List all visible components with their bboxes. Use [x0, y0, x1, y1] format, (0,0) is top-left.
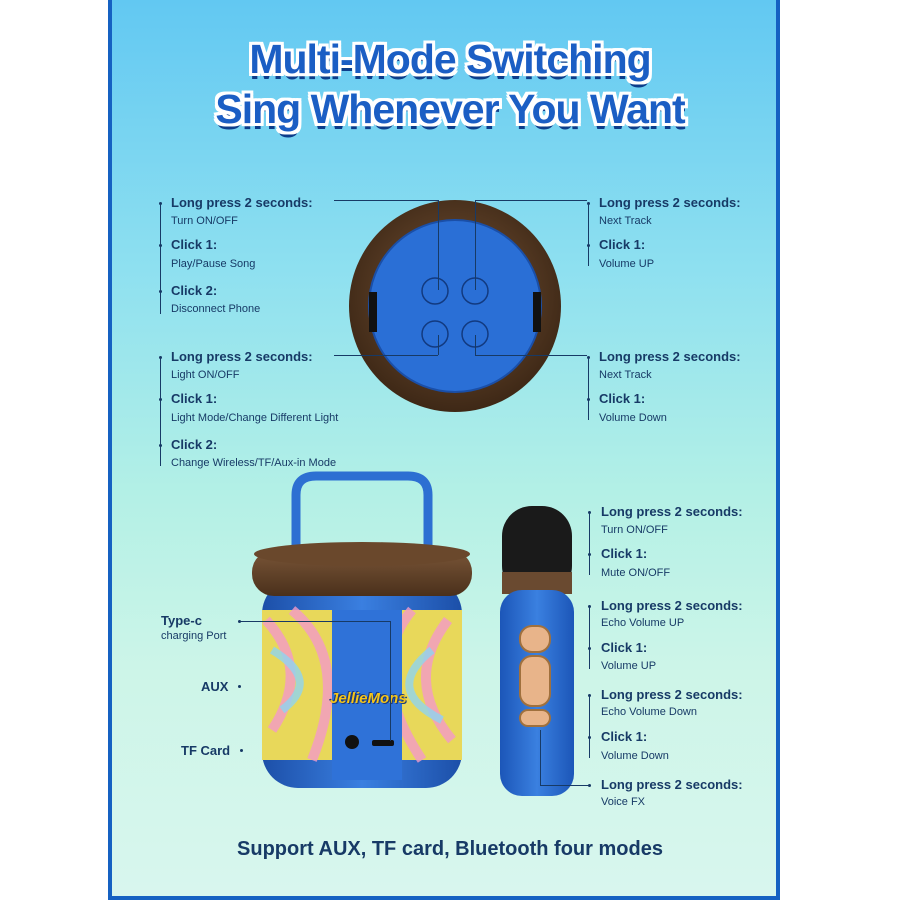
- control-desc: Mute ON/OFF: [601, 567, 671, 579]
- control-label: Click 1:: [601, 546, 648, 561]
- control-label: Long press 2 seconds:: [599, 195, 741, 210]
- control-desc: Play/Pause Song: [171, 258, 256, 270]
- connector-line: [475, 200, 476, 290]
- control-label: Long press 2 seconds:: [171, 349, 313, 364]
- bullet-dot: [240, 749, 243, 752]
- control-desc: Volume UP: [601, 660, 657, 672]
- connector-line: [589, 513, 590, 575]
- connector-line: [240, 621, 390, 622]
- control-desc: Echo Volume UP: [601, 617, 685, 629]
- control-label: Click 2:: [171, 437, 218, 452]
- tf-card-label: TF Card: [181, 743, 231, 758]
- control-desc: Light ON/OFF: [171, 369, 240, 381]
- control-desc: Echo Volume Down: [601, 706, 697, 718]
- speaker-top-view: [349, 200, 561, 412]
- control-label: Click 1:: [171, 237, 218, 252]
- bullet-line: [160, 204, 161, 314]
- bullet-dot: [159, 356, 162, 359]
- bottom-caption: Support AUX, TF card, Bluetooth four mod…: [237, 838, 663, 860]
- bullet-dot: [587, 202, 590, 205]
- bullet-dot: [159, 202, 162, 205]
- control-desc: Change Wireless/TF/Aux-in Mode: [171, 457, 337, 469]
- bullet-dot: [588, 553, 591, 556]
- connector-line: [334, 355, 438, 356]
- control-label: Long press 2 seconds:: [601, 687, 743, 702]
- control-desc: Volume Down: [601, 750, 669, 762]
- control-label: Click 1:: [171, 391, 218, 406]
- control-label: Click 1:: [599, 391, 646, 406]
- connector-line: [438, 200, 439, 290]
- control-label: Click 1:: [601, 729, 648, 744]
- bullet-dot: [588, 605, 591, 608]
- control-label: Long press 2 seconds:: [601, 777, 743, 792]
- connector-line: [334, 200, 438, 201]
- control-desc: Light Mode/Change Different Light: [171, 412, 339, 424]
- connector-line: [540, 730, 541, 785]
- bullet-dot: [588, 784, 591, 787]
- control-label: Long press 2 seconds:: [171, 195, 313, 210]
- connector-line: [589, 696, 590, 758]
- speaker-body: [252, 471, 472, 788]
- connector-line: [475, 200, 587, 201]
- connector-line: [589, 607, 590, 669]
- bullet-line: [160, 358, 161, 466]
- control-label: Long press 2 seconds:: [601, 598, 743, 613]
- typec-desc: charging Port: [161, 630, 227, 642]
- control-desc: Volume UP: [599, 258, 655, 270]
- control-label: Long press 2 seconds:: [601, 504, 743, 519]
- brand-logo: JellieMons: [330, 690, 407, 707]
- bullet-dot: [588, 647, 591, 650]
- control-desc: Disconnect Phone: [171, 303, 261, 315]
- connector-line: [438, 335, 439, 355]
- bullet-dot: [238, 620, 241, 623]
- control-desc: Next Track: [599, 369, 652, 381]
- connector-line: [475, 355, 587, 356]
- bullet-dot: [587, 356, 590, 359]
- typec-label: Type-c: [161, 613, 202, 628]
- bullet-dot: [588, 511, 591, 514]
- control-desc: Volume Down: [599, 412, 667, 424]
- control-label: Click 1:: [599, 237, 646, 252]
- control-label: Long press 2 seconds:: [599, 349, 741, 364]
- connector-line: [475, 335, 476, 355]
- bullet-line: [588, 358, 589, 420]
- connector-line: [540, 785, 590, 786]
- control-label: Click 1:: [601, 640, 648, 655]
- bullet-dot: [238, 685, 241, 688]
- bullet-dot: [588, 736, 591, 739]
- bullet-line: [588, 204, 589, 266]
- headline-line-1: Multi-Mode Switching: [249, 36, 651, 82]
- headline-line-2: Sing Whenever You Want: [215, 86, 685, 132]
- connector-line: [390, 621, 391, 741]
- control-desc: Turn ON/OFF: [171, 215, 238, 227]
- microphone: [500, 506, 574, 796]
- control-desc: Turn ON/OFF: [601, 524, 668, 536]
- aux-label: AUX: [201, 679, 229, 694]
- bullet-dot: [588, 694, 591, 697]
- control-desc: Next Track: [599, 215, 652, 227]
- control-desc: Voice FX: [601, 796, 646, 808]
- control-label: Click 2:: [171, 283, 218, 298]
